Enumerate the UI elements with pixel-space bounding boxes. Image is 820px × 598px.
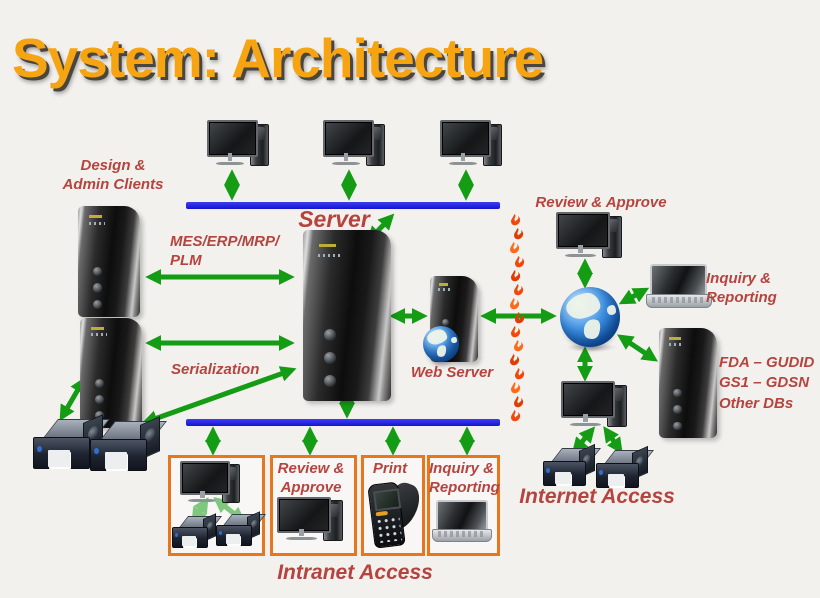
top-network-bus	[186, 202, 500, 209]
intranet-print-label: Print	[372, 460, 408, 477]
intranet-review-approve-label: Review & Approve	[277, 460, 345, 496]
mes-erp-mrp-plm-label: MES/ERP/MRP/ PLM	[170, 233, 280, 269]
external-databases-label: FDA – GUDID GS1 – GDSN Other DBs	[719, 354, 815, 412]
desktop-computer-icon	[207, 120, 269, 170]
server-tower-icon	[78, 206, 140, 317]
handheld-scanner-icon	[367, 479, 425, 550]
firewall-flames-icon	[510, 214, 525, 422]
laptop-icon	[646, 264, 712, 308]
external-db-server-icon	[659, 328, 717, 438]
desktop-computer-icon	[180, 461, 240, 507]
arrow	[617, 334, 658, 362]
web-server-label: Web Server	[410, 364, 494, 381]
desktop-computer-icon	[556, 212, 622, 262]
globe-shadow	[565, 343, 617, 352]
main-server-tower-icon	[303, 230, 391, 401]
label-printer-icon	[543, 444, 602, 486]
label-printer-icon	[596, 446, 655, 488]
review-approve-label: Review & Approve	[535, 194, 667, 211]
bottom-network-bus	[186, 419, 500, 426]
intranet-access-label: Intranet Access	[277, 561, 433, 584]
label-printer-icon	[172, 512, 223, 548]
inquiry-reporting-label: Inquiry & Reporting	[706, 270, 777, 306]
design-admin-clients-label: Design & Admin Clients	[62, 157, 164, 193]
intranet-inquiry-reporting-label: Inquiry & Reporting	[429, 460, 500, 496]
label-printer-icon	[33, 414, 111, 469]
desktop-computer-icon	[561, 381, 627, 431]
desktop-computer-icon	[277, 497, 343, 545]
label-printer-icon	[216, 510, 267, 546]
page-title: System: Architecture	[12, 27, 544, 89]
internet-access-label: Internet Access	[519, 485, 675, 508]
internet-globe-icon	[560, 287, 620, 347]
desktop-computer-icon	[323, 120, 385, 170]
server-label: Server	[298, 206, 370, 232]
server-tower-icon	[80, 318, 142, 428]
desktop-computer-icon	[440, 120, 502, 170]
label-printer-icon	[90, 416, 168, 471]
laptop-icon	[432, 500, 492, 542]
arrow	[618, 287, 650, 305]
arrow	[603, 426, 623, 454]
internet-globe-icon	[423, 326, 459, 362]
serialization-label: Serialization	[171, 361, 260, 378]
